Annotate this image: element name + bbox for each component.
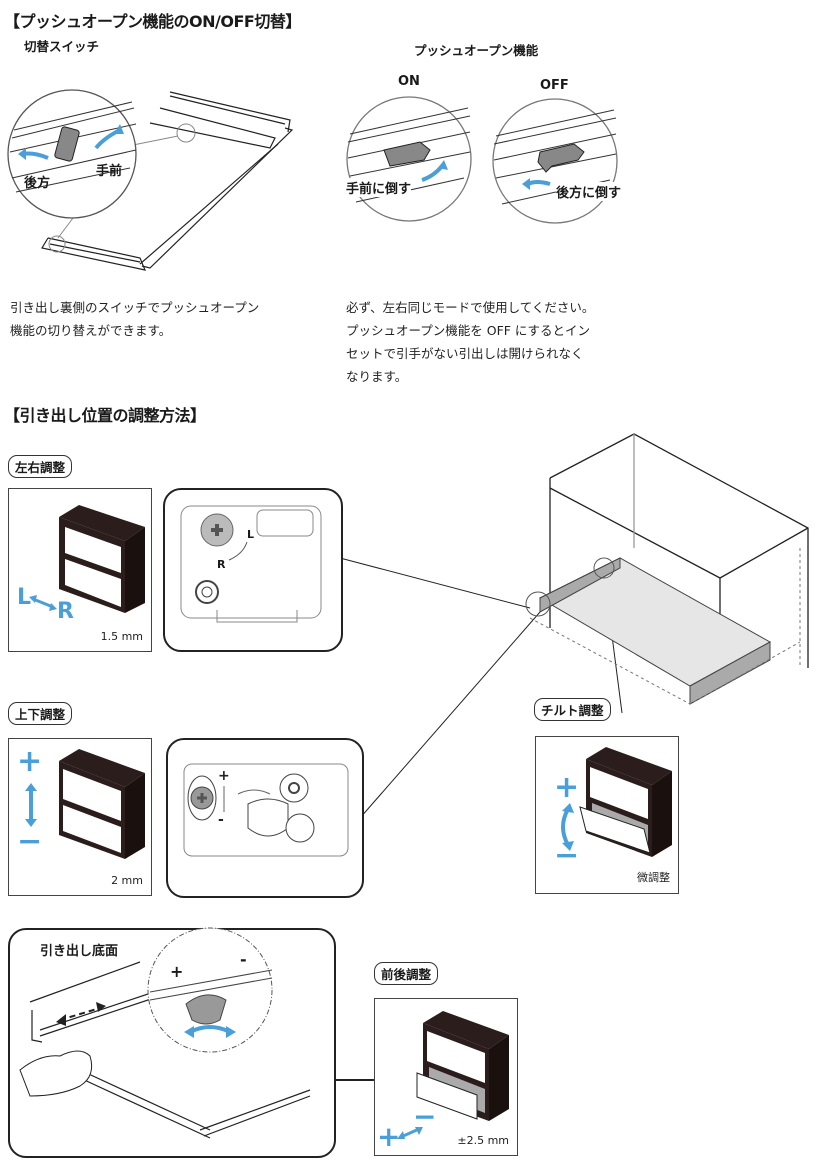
lateral-adjust-label: 左右調整 xyxy=(8,455,73,478)
depth-range: ±2.5 mm xyxy=(457,1134,509,1147)
on-instruction: 手前に倒す xyxy=(346,178,412,197)
depth-adjust-panel: − + ±2.5 mm xyxy=(374,998,518,1156)
screw-l-label: L xyxy=(247,528,255,541)
drawer-cabinet-icon xyxy=(579,747,672,857)
back-callout: 後方 xyxy=(24,176,51,191)
drawer-bottom-illustration xyxy=(19,927,311,1139)
lateral-screw-detail: L R xyxy=(163,488,343,652)
plus-sign: + xyxy=(554,770,580,805)
lateral-range: 1.5 mm xyxy=(100,630,143,643)
right-letter: R xyxy=(57,599,74,624)
bottom-plus: + xyxy=(170,962,184,981)
cabinet-drawer-illustration xyxy=(525,433,809,705)
section-title-push-open: 【プッシュオープン機能のON/OFF切替】 xyxy=(4,12,301,31)
desc-right-line: なります。 xyxy=(346,369,408,384)
desc-right-line: セットで引手がない引出しは開けられなく xyxy=(346,346,584,361)
desc-left-line: 引き出し裏側のスイッチでプッシュオープン xyxy=(10,300,260,315)
minus-sign: − xyxy=(413,1100,437,1133)
tilt-adjust-label: チルト調整 xyxy=(534,698,611,721)
drawer-cabinet-icon xyxy=(59,505,145,613)
plus-sign: + xyxy=(17,744,43,779)
minus-sign: − xyxy=(17,824,43,859)
left-letter: L xyxy=(17,585,32,610)
vertical-adjust-panel: + − 2 mm xyxy=(8,738,152,896)
drawer-switch-illustration xyxy=(7,89,294,271)
front-callout: 手前 xyxy=(96,164,123,179)
off-instruction: 後方に倒す xyxy=(556,182,622,201)
bottom-minus: - xyxy=(240,950,247,969)
function-label: プッシュオープン機能 xyxy=(414,43,539,58)
drawer-cabinet-icon xyxy=(59,749,145,859)
lateral-adjust-panel: L R 1.5 mm xyxy=(8,488,152,652)
desc-right-line: プッシュオープン機能を OFF にするとイン xyxy=(346,323,591,338)
vertical-adjust-label: 上下調整 xyxy=(8,702,73,725)
lateral-screw-illustration xyxy=(180,505,322,623)
desc-right-line: 必ず、左右同じモードで使用してください。 xyxy=(346,300,595,315)
tilt-adjust-panel: + − 微調整 xyxy=(535,736,679,894)
desc-right: 必ず、左右同じモードで使用してください。 プッシュオープン機能を OFF にする… xyxy=(346,296,594,388)
curved-arrow-icon xyxy=(561,803,574,851)
drawer-cabinet-icon xyxy=(416,1011,509,1121)
minus-sign: − xyxy=(554,838,580,873)
svg-text:-: - xyxy=(218,812,224,828)
vertical-screw-detail: + - xyxy=(166,738,364,898)
tilt-range: 微調整 xyxy=(637,871,670,884)
drawer-bottom-label: 引き出し底面 xyxy=(40,944,119,959)
depth-adjust-label: 前後調整 xyxy=(374,962,439,985)
double-arrow-icon xyxy=(29,595,57,611)
on-label: ON xyxy=(398,74,420,89)
vertical-range: 2 mm xyxy=(111,874,143,887)
off-label: OFF xyxy=(540,78,569,93)
vertical-arrow-icon xyxy=(25,783,37,827)
desc-left-line: 機能の切り替えができます。 xyxy=(10,323,172,338)
svg-text:+: + xyxy=(218,768,230,784)
diagonal-arrow-icon xyxy=(397,1127,423,1139)
plus-sign: + xyxy=(377,1120,401,1153)
drawer-bottom-detail: 引き出し底面 + - xyxy=(8,927,336,1158)
switch-label: 切替スイッチ xyxy=(24,39,100,54)
desc-left: 引き出し裏側のスイッチでプッシュオープン 機能の切り替えができます。 xyxy=(10,296,259,342)
section-title-adjustment: 【引き出し位置の調整方法】 xyxy=(4,406,206,425)
vertical-screw-illustration: + - xyxy=(183,763,349,857)
screw-r-label: R xyxy=(217,558,226,571)
